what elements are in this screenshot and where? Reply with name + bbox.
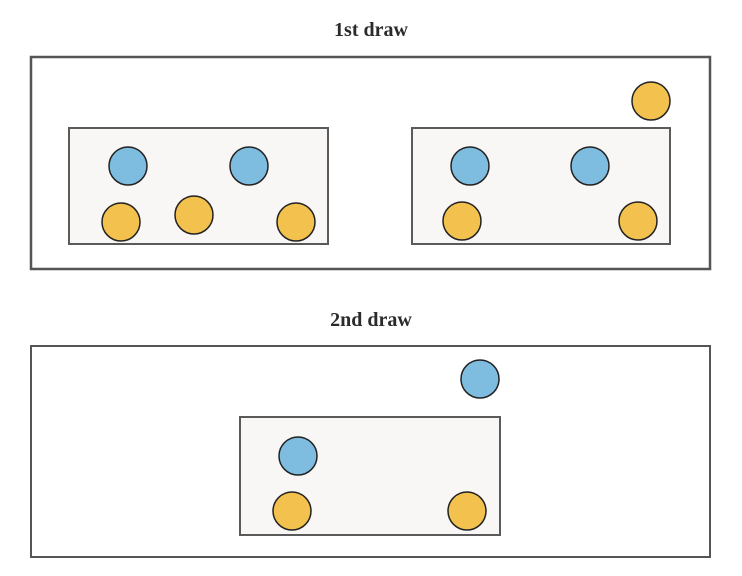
- ball-blue: [570, 146, 610, 186]
- drawn-ball-yellow: [631, 81, 671, 121]
- ball-blue: [229, 146, 269, 186]
- ball-blue: [278, 436, 318, 476]
- second-draw-frame: [30, 345, 711, 558]
- first-draw-frame: [29, 55, 712, 271]
- ball-yellow: [618, 201, 658, 241]
- ball-yellow: [101, 202, 141, 242]
- ball-yellow: [447, 491, 487, 531]
- ball-blue: [108, 146, 148, 186]
- second-draw-title: 2nd draw: [330, 309, 412, 331]
- ball-yellow: [272, 491, 312, 531]
- ball-yellow: [442, 201, 482, 241]
- ball-yellow: [276, 202, 316, 242]
- drawn-ball-blue: [460, 359, 500, 399]
- ball-yellow: [174, 195, 214, 235]
- ball-blue: [450, 146, 490, 186]
- first-draw-title: 1st draw: [334, 19, 408, 41]
